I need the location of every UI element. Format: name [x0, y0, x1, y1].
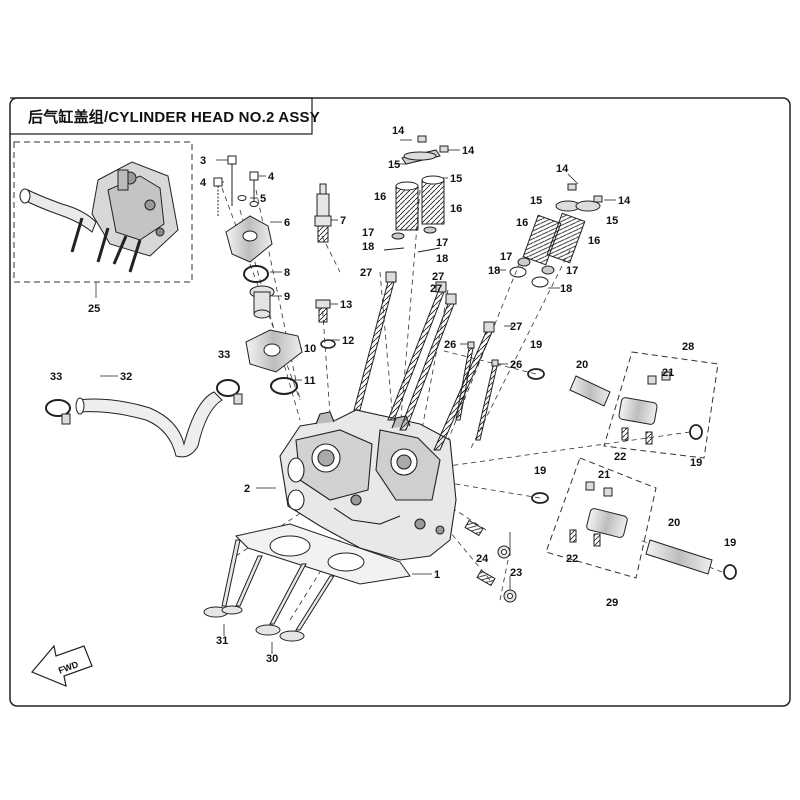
callout: 28 [682, 341, 694, 353]
clamp-33-right [216, 379, 243, 405]
gasket-8 [243, 265, 269, 283]
callout: 27 [510, 321, 522, 333]
bolts-3-4-5 [213, 155, 259, 216]
callout: 23 [510, 567, 522, 579]
callout: 27 [432, 271, 444, 283]
callout: 33 [218, 349, 230, 361]
callout: 2 [244, 483, 250, 495]
callout: 17 [436, 237, 448, 249]
callout: 16 [450, 203, 462, 215]
callout: 16 [374, 191, 386, 203]
callout: 11 [304, 375, 316, 387]
nuts-23 [497, 545, 517, 603]
callout: 1 [434, 569, 440, 581]
plug-13 [315, 299, 331, 323]
callout: 12 [342, 335, 354, 347]
callout: 27 [360, 267, 372, 279]
subassembly-25-drawing [19, 161, 179, 273]
subassembly-29-box [545, 457, 657, 579]
callout: 16 [516, 217, 528, 229]
thermostat-9 [249, 285, 275, 319]
rocker-assembly-28 [618, 371, 671, 445]
callout: 20 [668, 517, 680, 529]
studs-24 [464, 519, 496, 587]
spark-plug-7 [314, 183, 332, 243]
callout: 18 [488, 265, 500, 277]
page-title: 后气缸盖组/CYLINDER HEAD NO.2 ASSY [28, 109, 320, 126]
valve-springs-16-middle [383, 135, 449, 253]
callout: 3 [200, 155, 206, 167]
callout: 14 [462, 145, 475, 157]
callout: 25 [88, 303, 100, 315]
callout: 19 [690, 457, 702, 469]
callout: 13 [340, 299, 352, 311]
callout: 18 [560, 283, 572, 295]
subassembly-28-box [603, 351, 719, 459]
page-border [9, 97, 791, 707]
callout: 15 [606, 215, 618, 227]
callout: 18 [362, 241, 374, 253]
callout: 17 [566, 265, 578, 277]
callout: 26 [510, 359, 522, 371]
rocker-assembly-29 [569, 481, 628, 547]
callout: 21 [662, 367, 674, 379]
washer-12 [320, 339, 336, 349]
callout: 30 [266, 653, 278, 665]
callout: 16 [588, 235, 600, 247]
callout: 14 [556, 163, 569, 175]
callout: 17 [362, 227, 374, 239]
head-bolts-27 [353, 271, 499, 451]
callout: 27 [430, 283, 442, 295]
o-ring-11 [270, 377, 298, 395]
callout-labels: 1 2 3 4 4 5 6 7 8 9 10 11 12 13 14 14 14… [50, 125, 736, 665]
callout: 32 [120, 371, 132, 383]
callout: 20 [576, 359, 588, 371]
callout: 14 [618, 195, 631, 207]
callout: 31 [216, 635, 228, 647]
callout: 15 [530, 195, 542, 207]
valve-springs-16-right [509, 183, 603, 288]
callout: 26 [444, 339, 456, 351]
callout: 21 [598, 469, 610, 481]
callout: 17 [500, 251, 512, 263]
callout: 24 [476, 553, 489, 565]
fwd-arrow [31, 644, 93, 687]
callout: 5 [260, 193, 266, 205]
callout: 8 [284, 267, 290, 279]
clamp-33-left [45, 399, 71, 425]
callout: 15 [450, 173, 462, 185]
callout: 7 [340, 215, 346, 227]
callout: 18 [436, 253, 448, 265]
subassembly-25-box [13, 141, 193, 283]
callout: 14 [392, 125, 405, 137]
callout: 19 [534, 465, 546, 477]
hose-32 [75, 391, 223, 458]
callout: 29 [606, 597, 618, 609]
callout: 6 [284, 217, 290, 229]
valves-30-31 [203, 539, 335, 642]
cylinder-head-2 [279, 409, 457, 561]
shaft-20-lower [531, 492, 737, 580]
callout: 19 [724, 537, 736, 549]
callout: 33 [50, 371, 62, 383]
callout: 4 [268, 171, 275, 183]
callout: 9 [284, 291, 290, 303]
callout: 19 [530, 339, 542, 351]
callout: 15 [388, 159, 400, 171]
callout: 22 [566, 553, 578, 565]
head-gasket-1 [235, 523, 411, 585]
callout: 4 [200, 177, 207, 189]
title-box [10, 97, 313, 135]
callout: 22 [614, 451, 626, 463]
shaft-20-top [527, 368, 703, 440]
callout: 10 [304, 343, 316, 355]
